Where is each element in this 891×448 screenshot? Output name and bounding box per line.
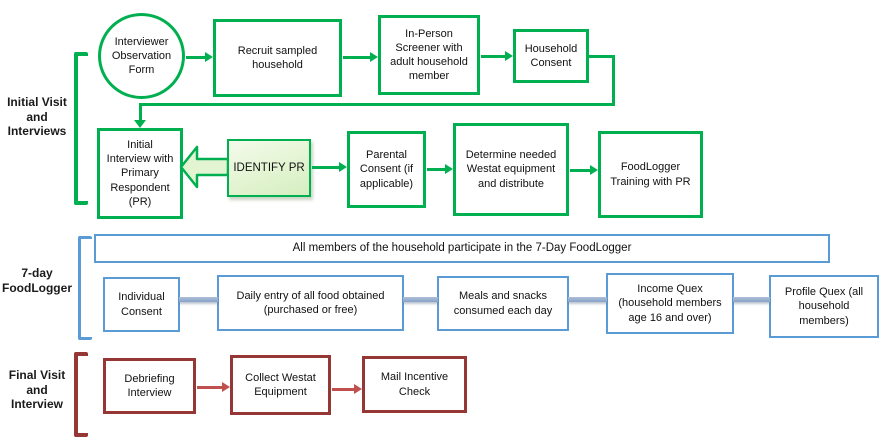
node-recruit-sampled-household: Recruit sampled household	[213, 19, 342, 97]
link-daily-to-meals	[403, 297, 438, 302]
node-label: Debriefing Interview	[124, 372, 175, 399]
bracket-7-day-foodlogger	[78, 236, 92, 340]
arrow-screener-to-consent	[481, 51, 513, 62]
arrow-head	[354, 384, 362, 394]
connector-segment	[612, 55, 615, 106]
node-label: Determine needed Westat equipment and di…	[465, 149, 557, 190]
connector-segment	[589, 55, 615, 58]
arrow-identify-to-parental	[312, 162, 347, 173]
node-household-consent: Household Consent	[513, 29, 589, 83]
node-mail-incentive-check: Mail Incentive Check	[362, 356, 467, 413]
section-label-final-visit: Final Visit and Interview	[0, 368, 74, 412]
arrow-shaft	[343, 56, 371, 59]
label-line: Interviews	[7, 124, 67, 139]
bracket-initial-visit	[74, 52, 88, 205]
bracket-final-visit	[74, 352, 88, 437]
link-meals-to-income	[568, 297, 607, 302]
node-label: Household Consent	[524, 42, 578, 69]
section-label-initial-visit: Initial Visit and Interviews	[0, 95, 74, 139]
arrow-shaft	[332, 388, 355, 391]
node-label: Parental Consent (if applicable)	[359, 149, 414, 190]
node-profile-quex: Profile Quex (all household members)	[769, 275, 879, 338]
arrow-down-to-initial-interview	[134, 105, 147, 128]
label-line: FoodLogger	[2, 280, 72, 295]
section-label-7-day-foodlogger: 7-day FoodLogger	[0, 266, 74, 295]
node-label: Collect Westat Equipment	[245, 371, 316, 398]
identify-pr-block-arrow-icon	[179, 145, 229, 189]
node-label: All members of the household participate…	[292, 242, 632, 255]
arrow-head	[370, 52, 378, 62]
node-foodlogger-training: FoodLogger Training with PR	[598, 131, 703, 218]
node-label: Profile Quex (all household members)	[784, 286, 864, 327]
node-collect-westat-equipment: Collect Westat Equipment	[230, 355, 331, 415]
node-identify-pr: IDENTIFY PR	[227, 139, 311, 197]
arrow-debriefing-to-collect	[197, 382, 230, 393]
arrow-shaft	[139, 105, 142, 121]
arrow-shaft	[570, 169, 591, 172]
node-in-person-screener: In-Person Screener with adult household …	[378, 15, 480, 95]
label-line: Final Visit	[8, 368, 66, 382]
node-determine-equipment: Determine needed Westat equipment and di…	[453, 123, 569, 216]
node-label: Individual Consent	[118, 291, 165, 318]
node-label: Recruit sampled household	[237, 44, 318, 71]
node-initial-interview-pr: Initial Interview with Primary Responden…	[97, 128, 183, 219]
arrow-head	[339, 162, 347, 172]
label-line: Initial Visit	[7, 95, 67, 109]
arrow-collect-to-mail	[332, 384, 362, 395]
arrow-shaft	[312, 166, 340, 169]
node-parental-consent: Parental Consent (if applicable)	[347, 131, 426, 208]
node-label: Initial Interview with Primary Responden…	[106, 139, 174, 208]
arrow-head	[134, 120, 146, 128]
node-label: Daily entry of all food obtained (purcha…	[236, 289, 385, 316]
arrow-head	[205, 52, 213, 62]
connector-segment	[139, 103, 615, 106]
node-foodlogger-banner: All members of the household participate…	[94, 234, 830, 263]
node-label: Meals and snacks consumed each day	[453, 290, 553, 317]
node-income-quex: Income Quex (household members age 16 an…	[606, 273, 734, 334]
arrow-head	[222, 382, 230, 392]
label-line: Interview	[10, 397, 64, 412]
label-line: 7-day	[21, 266, 53, 280]
arrow-circle-to-recruit	[186, 52, 213, 63]
arrow-shaft	[427, 168, 446, 171]
node-label: Interviewer Observation Form	[111, 35, 172, 77]
node-label: Income Quex (household members age 16 an…	[618, 283, 722, 324]
node-individual-consent: Individual Consent	[103, 277, 180, 332]
node-label: FoodLogger Training with PR	[610, 161, 691, 188]
node-label: Mail Incentive Check	[380, 371, 449, 398]
arrow-head	[505, 51, 513, 61]
arrow-head	[445, 164, 453, 174]
node-interviewer-observation-form: Interviewer Observation Form	[98, 13, 185, 99]
arrow-shaft	[197, 386, 223, 389]
node-debriefing-interview: Debriefing Interview	[103, 358, 196, 414]
arrow-shaft	[186, 56, 206, 59]
node-meals-and-snacks: Meals and snacks consumed each day	[437, 276, 569, 331]
link-income-to-profile	[733, 297, 770, 302]
label-line: and	[26, 109, 48, 124]
arrow-parental-to-determine	[427, 164, 453, 175]
node-label: IDENTIFY PR	[233, 162, 305, 174]
arrow-determine-to-training	[570, 165, 598, 176]
link-consent-to-daily	[179, 297, 218, 302]
node-daily-entry: Daily entry of all food obtained (purcha…	[217, 275, 404, 331]
node-label: In-Person Screener with adult household …	[390, 27, 468, 83]
arrow-head	[590, 165, 598, 175]
arrow-recruit-to-screener	[343, 52, 378, 63]
label-line: and	[26, 382, 48, 397]
arrow-shaft	[481, 55, 506, 58]
